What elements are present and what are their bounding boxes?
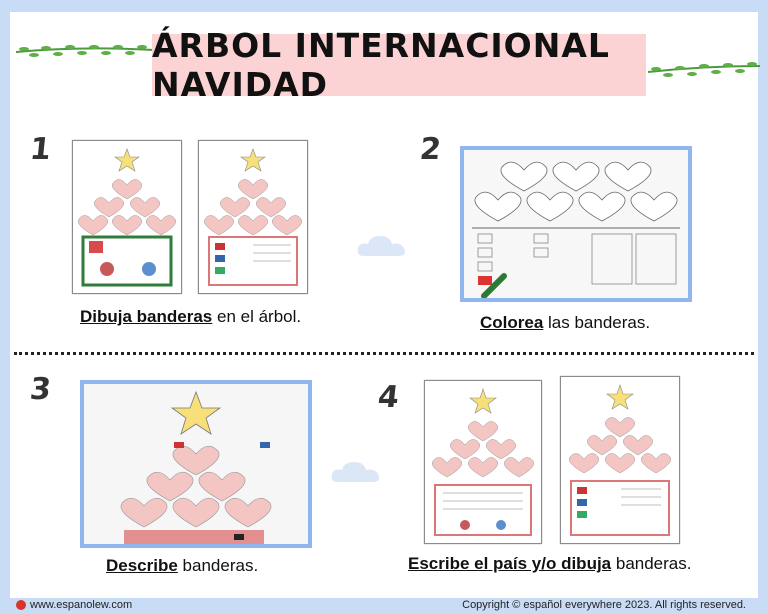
espanol-everywhere-logo-icon [16,600,26,610]
footer-copyright: Copyright © español everywhere 2023. All… [462,599,746,611]
cloud-decoration-bottom [331,462,380,482]
step-3-caption: Describe banderas. [106,556,258,576]
step-1-worksheet-a [72,140,182,294]
section-divider [14,352,754,355]
step-2-caption: Colorea las banderas. [480,313,650,333]
step-3-verb: Describe [106,556,178,575]
footer-website-link[interactable]: www.espanolew.com [30,599,133,611]
step-3-photo-describe [80,380,312,548]
cloud-decoration-top [357,236,406,256]
step-4-number: 4 [376,380,401,415]
step-4-worksheet-b [560,376,680,544]
left-garland-decoration [14,44,156,58]
step-1-worksheet-b [198,140,308,294]
step-2-rest: las banderas. [543,313,651,332]
step-4-rest: banderas. [611,554,692,573]
step-1-caption: Dibuja banderas en el árbol. [80,307,301,327]
step-2-photo-coloring [460,146,692,302]
footer: www.espanolew.com Copyright © español ev… [0,598,768,614]
footer-website-group: www.espanolew.com [16,599,132,611]
right-garland-decoration [646,62,762,77]
step-3-rest: banderas. [177,556,259,575]
step-1-verb: Dibuja banderas [80,307,213,326]
step-4-worksheet-a [424,380,542,544]
step-3-number: 3 [28,372,53,407]
step-2-number: 2 [418,132,443,167]
step-1-rest: en el árbol. [212,307,302,326]
step-2-verb: Colorea [480,313,544,332]
title-banner: ÁRBOL INTERNACIONAL NAVIDAD [152,26,646,104]
step-1-number: 1 [28,132,53,167]
step-4-verb: Escribe el país y/o dibuja [408,554,612,573]
step-4-caption: Escribe el país y/o dibuja banderas. [408,554,691,574]
page-title: ÁRBOL INTERNACIONAL NAVIDAD [152,26,610,104]
